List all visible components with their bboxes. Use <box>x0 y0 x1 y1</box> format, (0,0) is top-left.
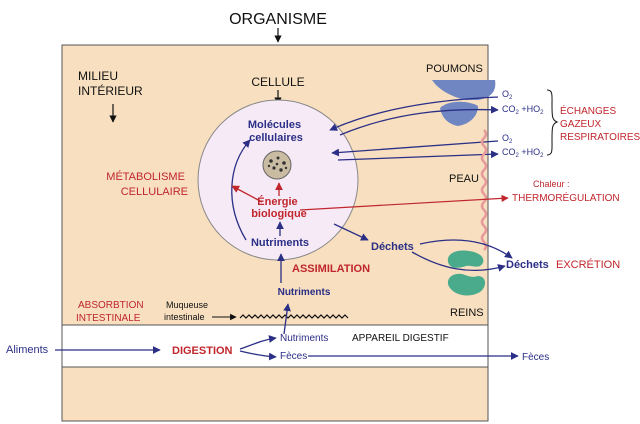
nucleus-icon <box>262 150 292 180</box>
nutriments-dig-label: Nutriments <box>280 333 328 344</box>
absorption-label: ABSORBTION INTESTINALE <box>76 300 146 324</box>
assimilation-label: ASSIMILATION <box>292 263 370 275</box>
metabolisme-label: MÉTABOLISME CELLULAIRE <box>106 170 188 198</box>
o2-top-label: O2 <box>502 89 513 101</box>
co2-top-label: CO2 +HO2 <box>502 104 544 116</box>
energie-label: Énergie biologique <box>251 195 307 220</box>
dechets-out-label: Déchets <box>506 259 549 271</box>
muqueuse-label: Muqueuse intestinale <box>164 300 211 322</box>
o2-bot-label: O2 <box>502 133 513 145</box>
lungs-icon <box>432 80 496 126</box>
intestinal-mucosa-wave <box>239 314 349 319</box>
molecules-label: Molécules cellulaires <box>248 119 304 144</box>
dechets-cell-label: Déchets <box>371 241 414 253</box>
appareil-digestif-label: APPAREIL DIGESTIF <box>352 333 449 344</box>
diagram-title: ORGANISME <box>229 11 327 28</box>
poumons-label: POUMONS <box>426 63 483 75</box>
digestive-tract-band <box>61 324 489 368</box>
arrow-dechets-to-peau <box>419 239 513 259</box>
arrow-digestion-to-feces <box>239 350 277 361</box>
excretion-label: EXCRÉTION <box>556 258 620 271</box>
brace-echanges <box>546 89 559 156</box>
arrow-dechets-to-reins <box>411 251 506 272</box>
aliments-label: Aliments <box>6 344 49 356</box>
nutriments-cell-label: Nutriments <box>251 237 309 249</box>
arrow-cell-to-dechets <box>333 223 369 241</box>
feces-label-outer: Fèces <box>522 352 549 363</box>
arrow-chaleur <box>299 194 509 211</box>
arrow-co2-top-out <box>339 105 499 136</box>
chaleur-label: Chaleur : <box>533 179 570 189</box>
skin-wavy-line <box>480 129 488 251</box>
co2-bot-label: CO2 +HO2 <box>502 147 544 159</box>
digestion-label: DIGESTION <box>172 345 233 357</box>
arrow-digestion-to-nutriments <box>239 335 277 350</box>
arrow-dig-nutriments-up <box>283 303 291 335</box>
feces-label-inner: Fèces <box>280 351 307 362</box>
milieu-interieur-label: MILIEU INTÉRIEUR <box>78 69 143 98</box>
arrow-energie-to-metabolisme <box>231 185 263 203</box>
peau-label: PEAU <box>449 173 479 185</box>
reins-label: REINS <box>450 307 484 319</box>
arrow-co2-bot-out <box>337 150 499 161</box>
cellule-label: CELLULE <box>251 75 304 89</box>
nutriments-mid-label: Nutriments <box>278 287 331 298</box>
thermoregulation-label: THERMORÉGULATION <box>512 191 620 204</box>
echanges-label: ÉCHANGES GAZEUX RESPIRATOIRES <box>560 104 640 143</box>
kidneys-icon <box>447 250 486 296</box>
arrow-o2-bot-in <box>331 140 499 157</box>
arrow-o2-top-in <box>329 96 499 131</box>
